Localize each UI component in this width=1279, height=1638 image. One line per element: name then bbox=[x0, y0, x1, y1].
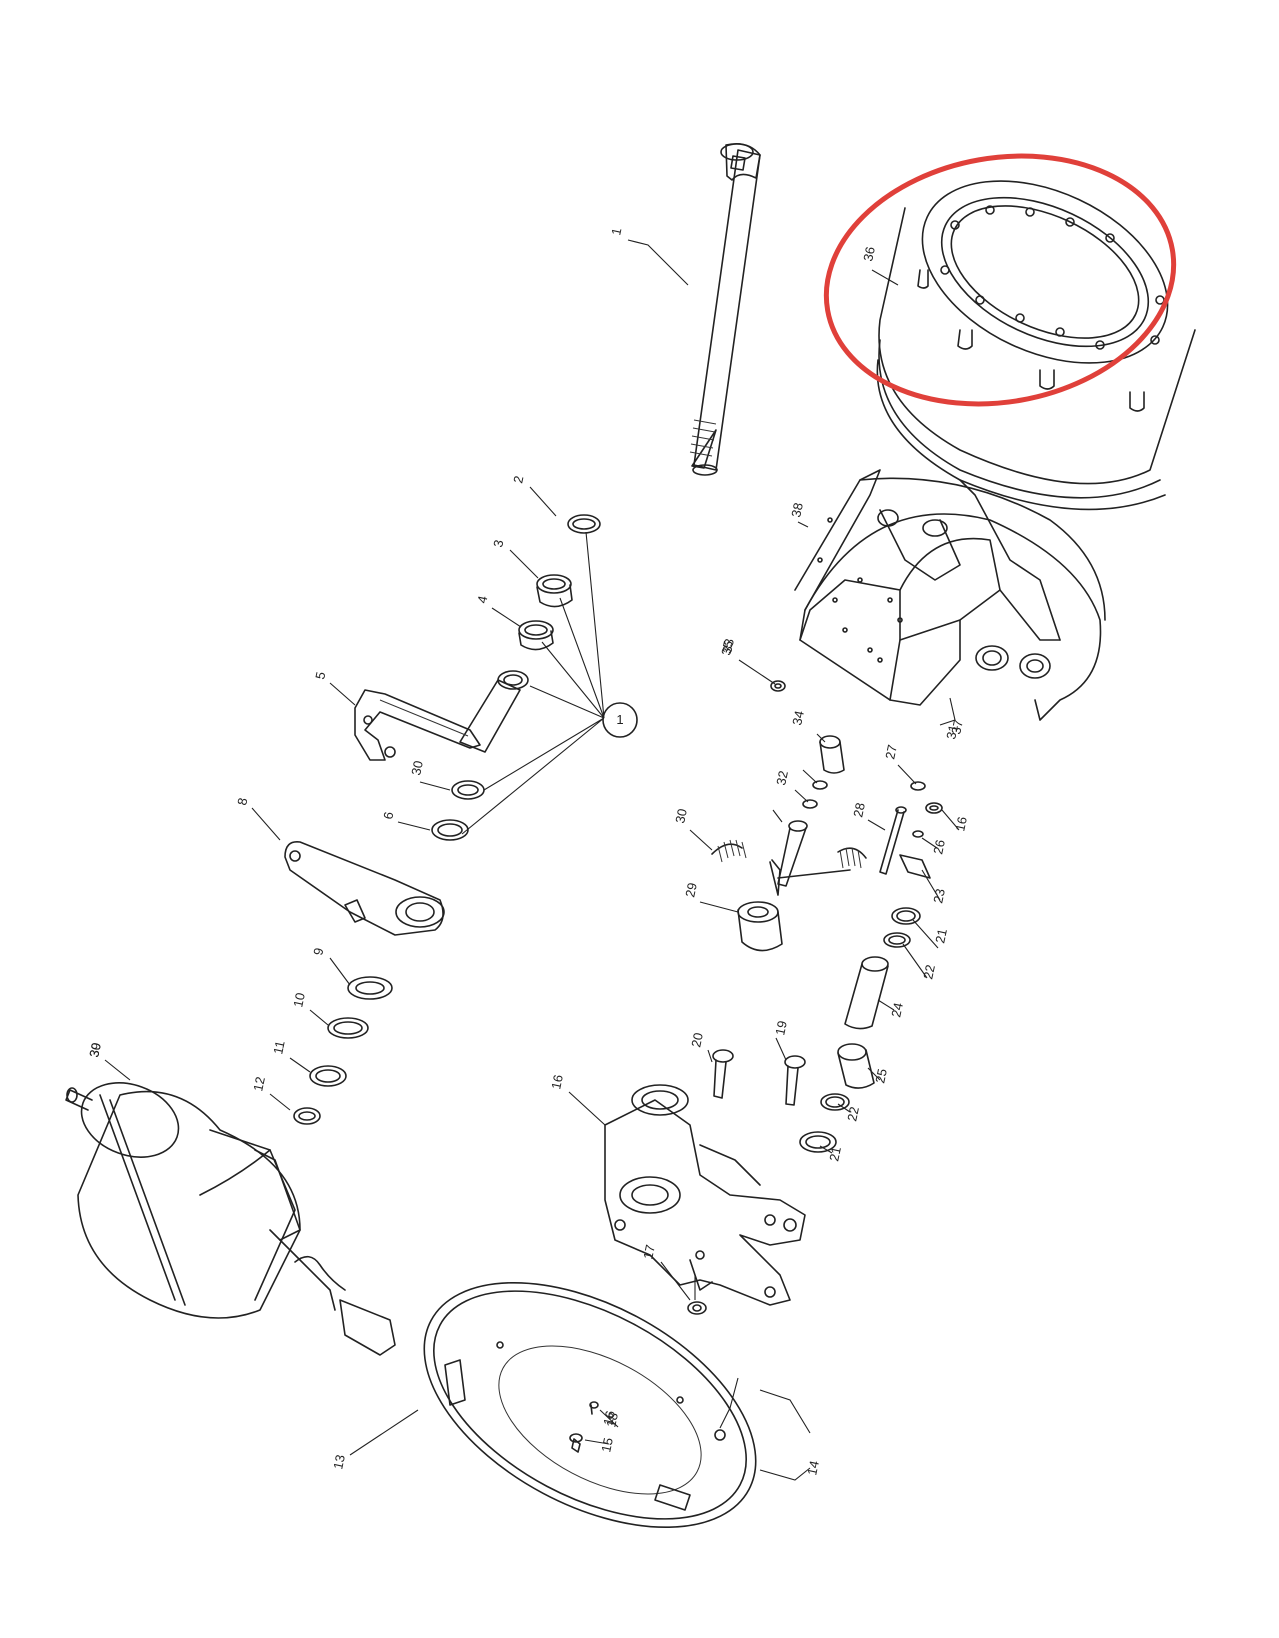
callout-label-8: 8 bbox=[234, 796, 250, 806]
callout-label-26: 26 bbox=[930, 838, 948, 855]
washer-21-lower bbox=[799, 1131, 837, 1153]
pin-28 bbox=[879, 806, 907, 875]
callout-label-20: 20 bbox=[688, 1031, 706, 1048]
nut-16-small bbox=[925, 802, 943, 814]
clip-33 bbox=[812, 780, 828, 790]
callout-label-39: 39 bbox=[86, 1041, 104, 1058]
callout-label-2: 2 bbox=[510, 474, 526, 484]
callout-label-38: 38 bbox=[788, 501, 806, 518]
washer-30-small bbox=[451, 780, 485, 800]
callout-label-25: 25 bbox=[872, 1067, 890, 1084]
bolt-15 bbox=[569, 1433, 583, 1453]
callout-label-5: 5 bbox=[312, 670, 328, 680]
callout-label-13: 13 bbox=[330, 1453, 348, 1470]
callout-label-28: 28 bbox=[850, 801, 868, 818]
plate-23 bbox=[899, 854, 931, 879]
callout-label-23: 23 bbox=[930, 887, 948, 904]
nut-17 bbox=[687, 1301, 707, 1315]
hub-leaders bbox=[461, 531, 605, 835]
washer-9 bbox=[347, 976, 393, 1000]
bushing-34 bbox=[819, 735, 845, 774]
callout-hub: 1 bbox=[602, 702, 638, 738]
callout-label-21b: 21 bbox=[932, 927, 950, 944]
washer-12 bbox=[293, 1107, 321, 1125]
callout-label-14: 14 bbox=[804, 1459, 822, 1476]
callout-label-35: 35 bbox=[718, 639, 736, 656]
anchor-pin-24 bbox=[844, 956, 889, 1030]
cam-roller-29 bbox=[737, 901, 783, 952]
callout-label-11: 11 bbox=[270, 1039, 287, 1055]
washer-11 bbox=[309, 1065, 347, 1087]
brake-shoe-assembly bbox=[794, 469, 1106, 721]
pin-26 bbox=[912, 830, 924, 838]
callout-label-3: 3 bbox=[490, 538, 506, 548]
slack-adjuster bbox=[284, 840, 445, 936]
bolt-19 bbox=[784, 1055, 806, 1106]
callout-label-24: 24 bbox=[888, 1001, 906, 1018]
callout-label-29: 29 bbox=[682, 881, 700, 898]
bushing-4 bbox=[518, 620, 554, 651]
callout-label-36: 36 bbox=[860, 245, 878, 262]
washer-21-upper bbox=[891, 907, 921, 925]
callout-label-4: 4 bbox=[474, 594, 490, 604]
callout-label-32: 32 bbox=[773, 769, 791, 786]
callout-label-10: 10 bbox=[290, 991, 308, 1008]
return-spring-assembly bbox=[711, 820, 867, 896]
washer-10 bbox=[327, 1017, 369, 1039]
washer-22-lower bbox=[820, 1093, 850, 1111]
callout-label-33: 33 bbox=[719, 637, 737, 654]
callout-label-37: 37 bbox=[948, 718, 966, 735]
callout-label-21a: 21 bbox=[826, 1145, 844, 1162]
callout-label-1: 1 bbox=[608, 226, 624, 236]
callout-label-9: 9 bbox=[310, 946, 326, 956]
callout-label-16: 16 bbox=[548, 1073, 566, 1090]
callout-label-18: 18 bbox=[603, 1411, 621, 1428]
leader-lines bbox=[104, 239, 960, 1481]
callout-label-22b: 22 bbox=[920, 963, 938, 980]
callout-label-30c: 30 bbox=[86, 1041, 104, 1058]
clip-35 bbox=[770, 680, 786, 692]
camshaft bbox=[689, 142, 761, 476]
callout-label-12: 12 bbox=[250, 1075, 268, 1092]
hub-label: 1 bbox=[616, 712, 623, 727]
callout-label-17: 17 bbox=[640, 1243, 658, 1260]
callout-label-16c: 16 bbox=[952, 815, 970, 832]
brake-drum bbox=[876, 180, 1196, 511]
callout-label-16b: 16 bbox=[600, 1409, 618, 1426]
clip-27 bbox=[910, 781, 926, 791]
callout-label-22a: 22 bbox=[844, 1105, 862, 1122]
callout-label-30: 30 bbox=[672, 807, 690, 824]
callout-label-15: 15 bbox=[598, 1436, 616, 1453]
bolt-20 bbox=[712, 1049, 734, 1099]
highlight-circle bbox=[823, 153, 1177, 407]
washer-2 bbox=[567, 514, 601, 534]
bolt-18 bbox=[589, 1401, 599, 1415]
bushing-25 bbox=[837, 1043, 875, 1089]
callout-label-30b: 30 bbox=[408, 759, 426, 776]
callout-label-31: 31 bbox=[943, 723, 961, 740]
dust-shield bbox=[423, 1281, 757, 1529]
callout-label-27: 27 bbox=[882, 743, 900, 760]
washer-22-upper bbox=[883, 932, 911, 948]
callout-label-19: 19 bbox=[772, 1019, 790, 1036]
clip-32 bbox=[802, 799, 818, 809]
callout-label-6: 6 bbox=[380, 810, 396, 820]
brake-spider bbox=[604, 1084, 806, 1306]
bushing-3 bbox=[536, 574, 573, 608]
callout-label-34: 34 bbox=[789, 709, 807, 726]
brake-chamber bbox=[65, 1082, 396, 1356]
camshaft-bracket bbox=[354, 670, 529, 761]
washer-6 bbox=[431, 819, 469, 841]
